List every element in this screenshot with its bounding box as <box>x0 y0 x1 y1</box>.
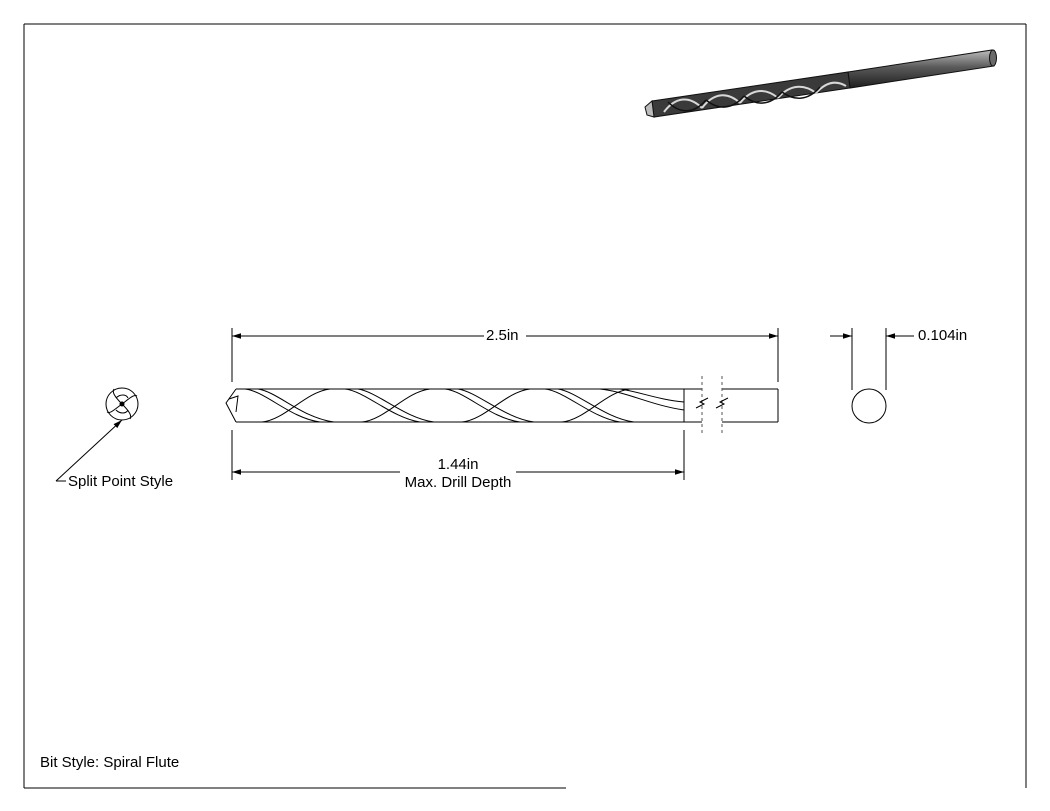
overall-length-label: 2.5in <box>486 327 519 345</box>
overall-length-dimension <box>231 328 779 382</box>
diameter-label: 0.104in <box>918 327 968 345</box>
drill-depth-value-label: 1.44in <box>400 456 516 474</box>
drill-side-view <box>225 376 779 434</box>
diameter-dimension <box>830 328 914 390</box>
point-style-callout: Split Point Style <box>68 473 174 491</box>
drill-depth-dimension <box>231 430 685 480</box>
split-point-leader <box>55 419 123 482</box>
split-point-end-view <box>105 387 139 421</box>
shank-end-view <box>851 388 887 424</box>
drill-depth-caption-label: Max. Drill Depth <box>390 474 526 492</box>
sheet-border <box>23 23 1027 789</box>
bit-style-note: Bit Style: Spiral Flute <box>40 754 180 772</box>
isometric-drill-view <box>644 49 997 118</box>
